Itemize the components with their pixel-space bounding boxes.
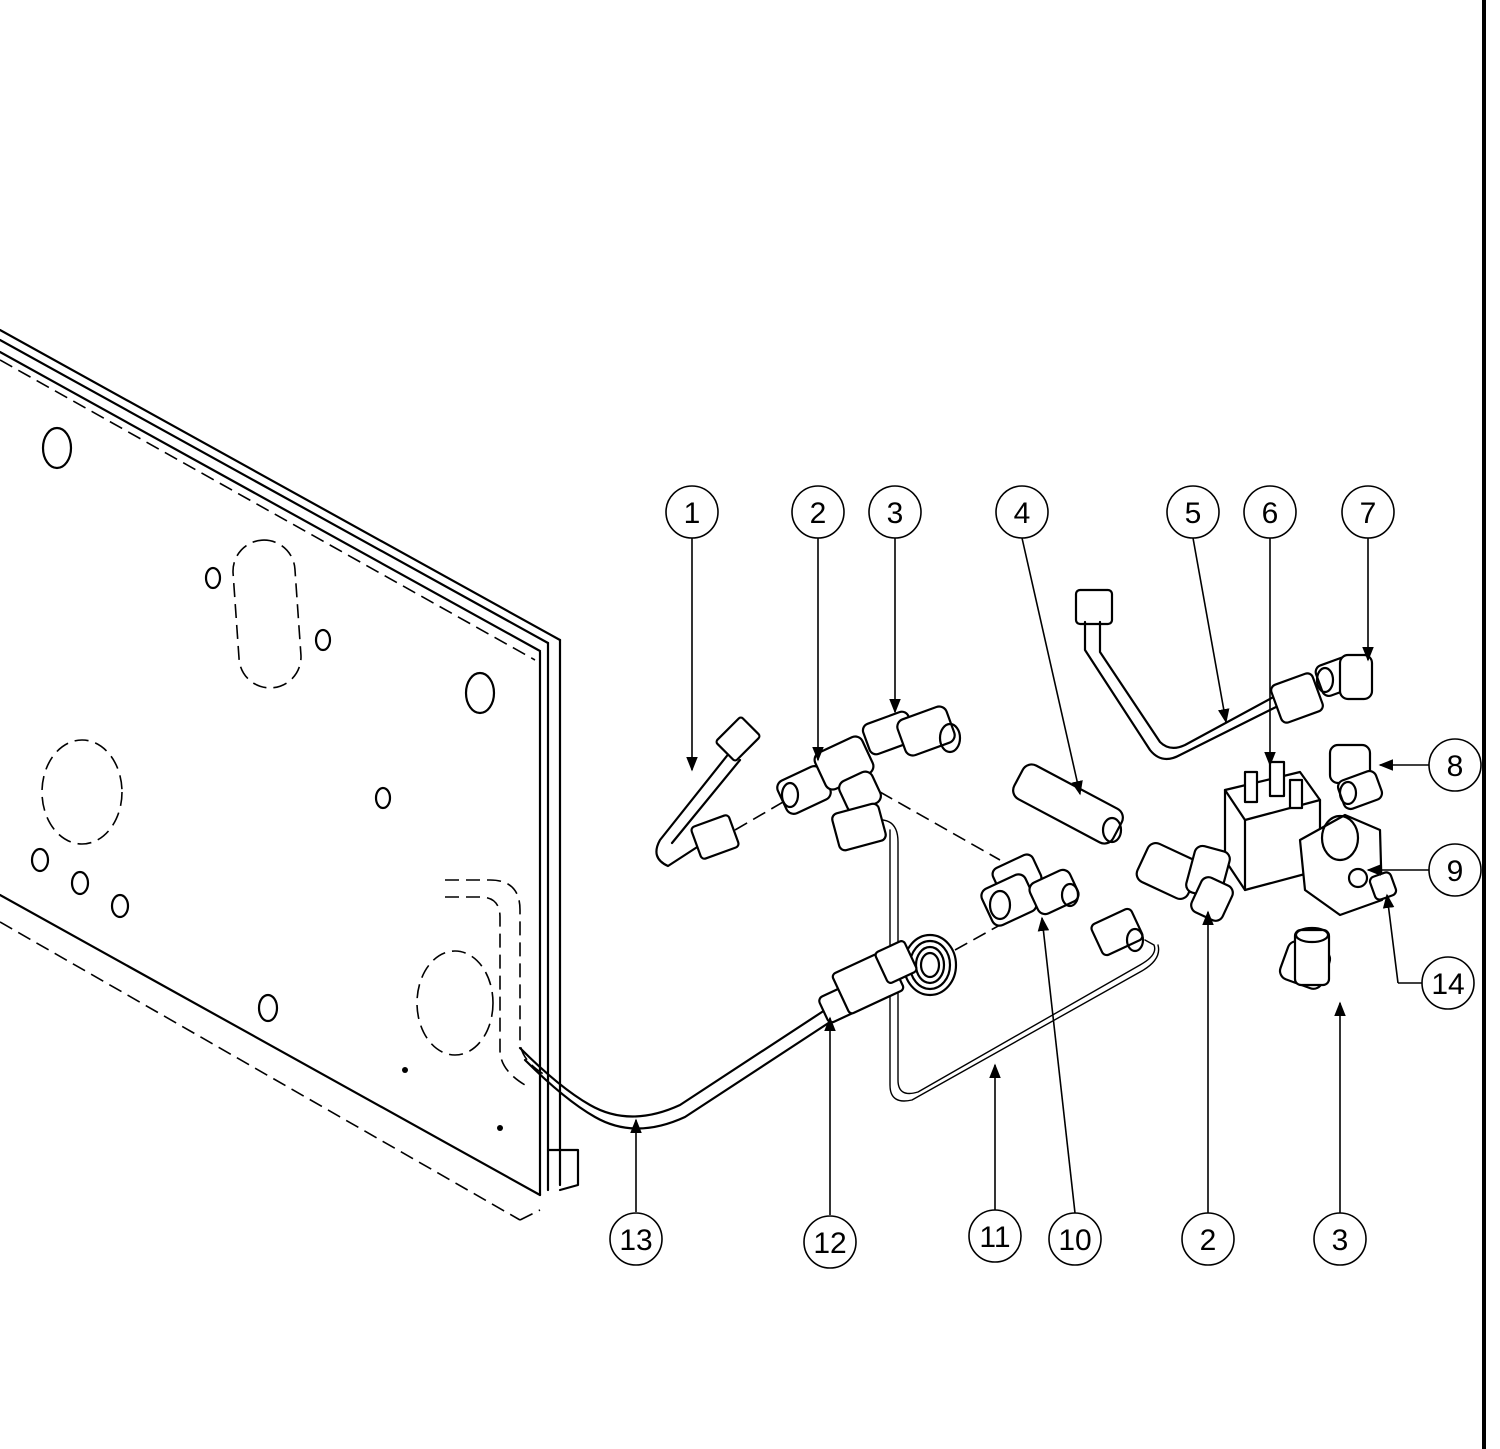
- part-7-elbow: [1314, 653, 1374, 701]
- callout-11: 11: [968, 1209, 1022, 1263]
- part-3-elbow-lower: [1278, 926, 1332, 990]
- callout-4: 4: [995, 485, 1049, 539]
- part-2-tee-fitting-lower: [1135, 841, 1234, 922]
- callout-7-label: 7: [1360, 497, 1377, 530]
- callout-3-top: 3: [868, 485, 922, 539]
- part-11-capillary-tube: [831, 802, 1160, 1102]
- callout-2-bottom: 2: [1181, 1212, 1235, 1266]
- callout-12-label: 12: [813, 1227, 846, 1260]
- part-6-solenoid-valve: [1223, 760, 1384, 917]
- callout-5: 5: [1166, 485, 1220, 539]
- callout-12: 12: [803, 1215, 857, 1269]
- part-8-elbow: [1328, 743, 1384, 811]
- callout-13: 13: [609, 1212, 663, 1266]
- callout-2-top-label: 2: [810, 497, 827, 530]
- callout-2-bottom-label: 2: [1200, 1224, 1217, 1257]
- callout-10: 10: [1048, 1212, 1102, 1266]
- assembly-line-1-2: [734, 797, 791, 831]
- assembly-line-coil-tee: [954, 924, 1001, 951]
- back-panel: [0, 328, 580, 1221]
- callout-9-label: 9: [1447, 855, 1464, 888]
- callout-13-label: 13: [619, 1224, 652, 1257]
- callout-3-bottom-label: 3: [1332, 1224, 1349, 1257]
- leader-lines: [630, 537, 1430, 1215]
- part-3-elbow-upper: [861, 705, 962, 757]
- part-10-tee-fitting-lower: [980, 853, 1080, 927]
- callout-1: 1: [665, 485, 719, 539]
- part-1-bent-tube: [655, 716, 761, 868]
- part-4-inline-filter: [1012, 763, 1124, 845]
- part-12-nipple-fitting: [818, 940, 918, 1024]
- callout-6: 6: [1243, 485, 1297, 539]
- callout-4-label: 4: [1014, 497, 1031, 530]
- callout-8-label: 8: [1447, 750, 1464, 783]
- callout-3-bottom: 3: [1313, 1212, 1367, 1266]
- callout-10-label: 10: [1058, 1224, 1091, 1257]
- assembly-line-tee-tee: [879, 791, 1001, 861]
- callout-7: 7: [1341, 485, 1395, 539]
- callout-5-label: 5: [1185, 497, 1202, 530]
- part-13-long-tube: [518, 1008, 832, 1130]
- callout-8: 8: [1428, 738, 1482, 792]
- callout-11-label: 11: [979, 1221, 1010, 1254]
- callout-14: 14: [1421, 956, 1475, 1010]
- callout-2-top: 2: [791, 485, 845, 539]
- part-9-fitting: [1347, 867, 1369, 889]
- callout-3-top-label: 3: [887, 497, 904, 530]
- callout-9: 9: [1428, 843, 1482, 897]
- part-2-tee-fitting-upper: [776, 735, 882, 815]
- callout-6-label: 6: [1262, 497, 1279, 530]
- part-5-bent-tube: [1074, 588, 1324, 761]
- callout-14-label: 14: [1431, 968, 1464, 1001]
- callout-1-label: 1: [684, 497, 701, 530]
